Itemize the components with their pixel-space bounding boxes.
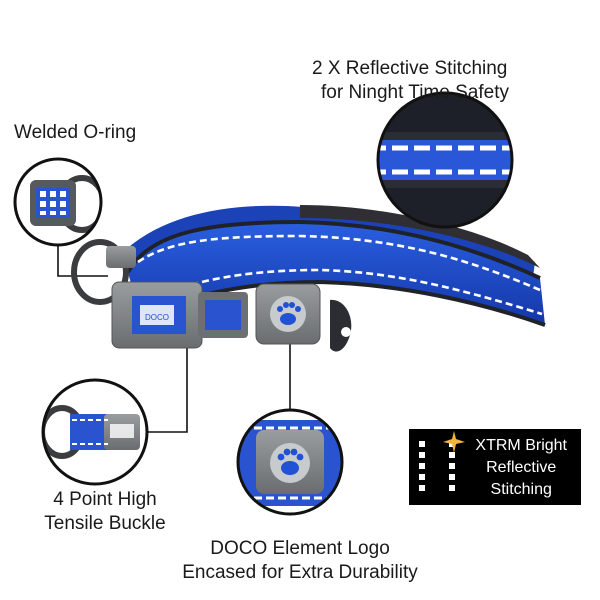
xtrm-badge: XTRM Bright Reflective Stitching [409, 429, 581, 505]
reflective-label-line1: 2 X Reflective Stitching [312, 58, 508, 79]
collar [120, 205, 546, 352]
zoom-buckle [41, 378, 149, 486]
o-ring-hardware [71, 239, 136, 305]
oring-label-text: Welded O-ring [14, 122, 137, 143]
zoom-logo [236, 408, 344, 516]
paw-print-icon [277, 448, 304, 475]
oring-callout-line [57, 245, 108, 277]
buckle-label: 4 Point High Tensile Buckle [30, 488, 180, 536]
o-ring-icon [40, 191, 66, 215]
reflective-stitching-label: 2 X Reflective Stitching for Ninght Time… [312, 57, 542, 105]
sparkle-icon [443, 431, 465, 453]
stitch-column-left [419, 441, 425, 496]
buckle-label-line2: Tensile Buckle [44, 513, 166, 534]
logo-label-line2: Encased for Extra Durability [182, 562, 418, 583]
zoom-reflective-stitching [376, 91, 514, 229]
logo-label-line1: DOCO Element Logo [210, 538, 390, 559]
buckle-callout-line [147, 340, 188, 433]
xtrm-badge-text: XTRM Bright Reflective Stitching [475, 435, 567, 501]
xtrm-line1: XTRM Bright [475, 437, 567, 454]
reflective-label-line2: for Ninght Time Safety [321, 82, 509, 103]
buckle-label-line1: 4 Point High [53, 489, 157, 510]
collar-front-strap [128, 222, 545, 325]
xtrm-line3: Stitching [490, 481, 552, 498]
oring-label: Welded O-ring [14, 121, 136, 145]
logo-keeper [255, 283, 321, 345]
zoom-o-ring [13, 157, 103, 247]
buckle-brand-text: DOCO [145, 313, 169, 322]
paw-print-icon [277, 302, 301, 325]
buckle: DOCO [111, 281, 248, 349]
logo-label: DOCO Element Logo Encased for Extra Dura… [150, 537, 450, 585]
xtrm-line2: Reflective [486, 459, 557, 476]
